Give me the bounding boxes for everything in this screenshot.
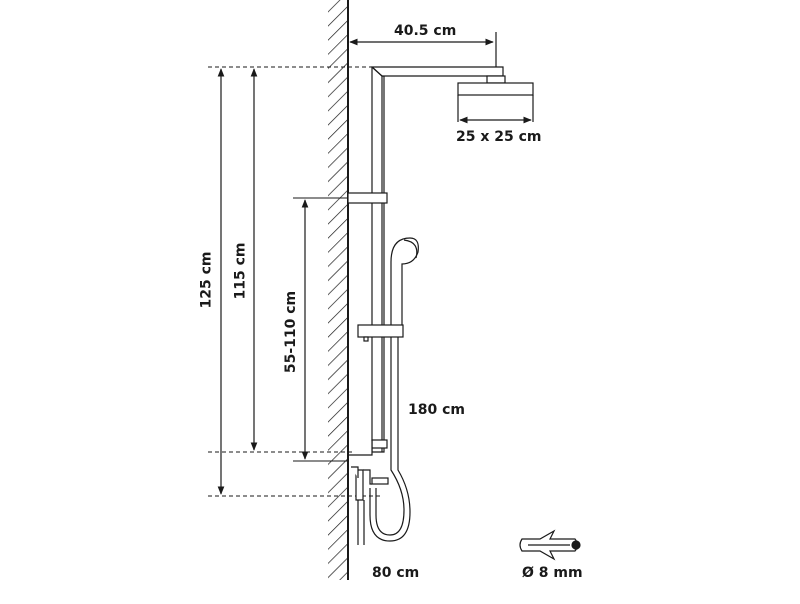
rain-shower-head <box>457 75 534 124</box>
wall <box>328 0 349 580</box>
total-height-label: 125 cm <box>198 251 215 309</box>
reference-lines <box>208 66 383 497</box>
shower-column-pipe <box>370 66 504 453</box>
dowel-icon <box>519 529 581 561</box>
arm-reach-label: 40.5 cm <box>394 23 457 39</box>
reference-line-solid <box>293 197 348 462</box>
slide-bracket <box>357 324 404 342</box>
hand-shower <box>390 237 419 326</box>
head-size-label: 25 x 25 cm <box>456 129 542 145</box>
shower-hose <box>369 337 411 542</box>
adjust-range-label: 55-110 cm <box>283 290 300 374</box>
mixer-valve <box>348 439 389 545</box>
bottom-width-label: 80 cm <box>372 565 420 581</box>
hose-length-label: 180 cm <box>408 402 465 418</box>
dowel-size-label: Ø 8 mm <box>522 565 583 581</box>
upper-wall-bracket <box>347 192 388 204</box>
rail-height-label: 115 cm <box>232 242 249 300</box>
